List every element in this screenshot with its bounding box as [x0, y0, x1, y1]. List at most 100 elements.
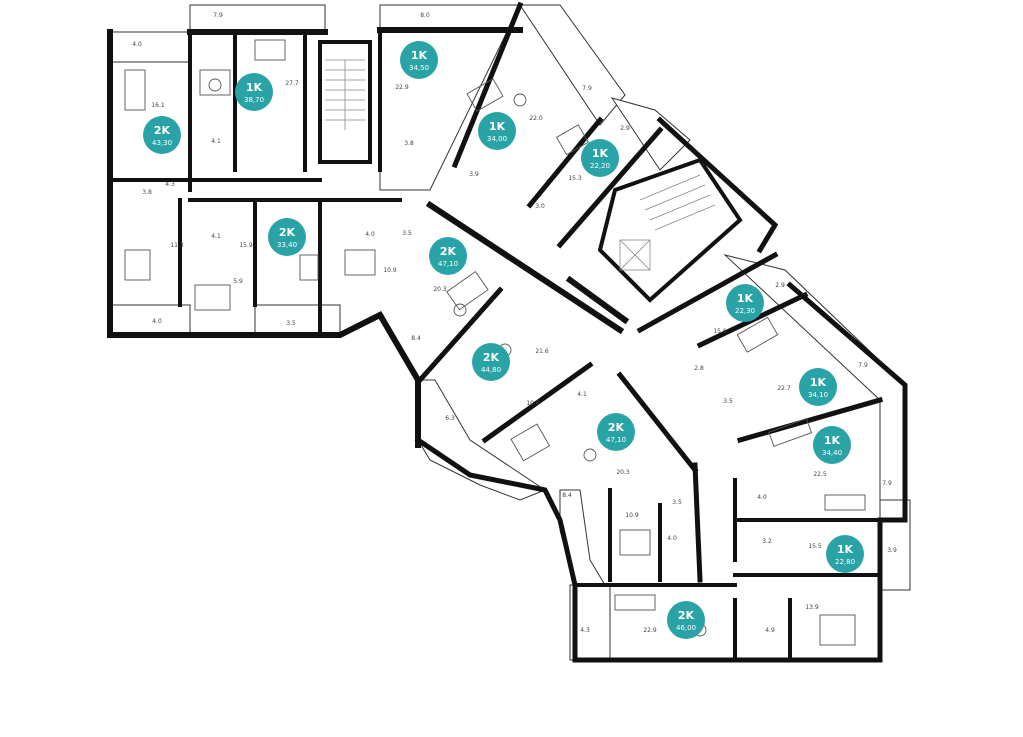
room-area: 20.3 — [616, 469, 630, 476]
apartment-badge[interactable]: 2K 44,80 — [472, 343, 510, 381]
room-area: 3.9 — [887, 547, 897, 554]
svg-text:38,70: 38,70 — [244, 96, 264, 104]
svg-text:2K: 2K — [154, 124, 171, 137]
stair-core — [318, 40, 743, 303]
room-area: 7.9 — [582, 85, 592, 92]
apartment-badge[interactable]: 2K 33,40 — [268, 218, 306, 256]
svg-text:44,80: 44,80 — [481, 366, 501, 374]
apartment-badge[interactable]: 1K 34,40 — [813, 426, 851, 464]
room-area-labels: 7.9 4.0 27.7 16.1 4.1 3.8 4.3 11.3 4.0 4… — [132, 12, 897, 634]
room-area: 22.7 — [777, 385, 791, 392]
room-area: 3.5 — [672, 499, 682, 506]
room-area: 8.4 — [562, 492, 572, 499]
room-area: 4.1 — [577, 391, 587, 398]
room-area: 3.5 — [723, 398, 733, 405]
svg-text:1K: 1K — [592, 147, 609, 160]
room-area: 4.1 — [211, 138, 221, 145]
svg-text:2K: 2K — [608, 421, 625, 434]
svg-text:1K: 1K — [837, 543, 854, 556]
apartment-badge[interactable]: 2K 46,00 — [667, 601, 705, 639]
apartment-badge[interactable]: 1K 34,00 — [478, 112, 516, 150]
room-area: 4.0 — [757, 494, 767, 501]
svg-text:2K: 2K — [483, 351, 500, 364]
svg-text:22,20: 22,20 — [590, 162, 610, 170]
room-area: 20.3 — [433, 286, 447, 293]
room-area: 3.2 — [762, 538, 772, 545]
room-area: 22.0 — [529, 115, 543, 122]
room-area: 22.9 — [643, 627, 657, 634]
room-area: 21.6 — [535, 348, 549, 355]
walls — [107, 1, 908, 663]
room-area: 4.0 — [667, 535, 677, 542]
room-area: 22.9 — [395, 84, 409, 91]
room-area: 3.0 — [535, 203, 545, 210]
room-area: 3.8 — [142, 189, 152, 196]
apartment-badge[interactable]: 1K 38,70 — [235, 73, 273, 111]
svg-text:47,10: 47,10 — [606, 436, 626, 444]
room-area: 15.9 — [239, 242, 253, 249]
room-area: 8.0 — [420, 12, 430, 19]
svg-text:47,10: 47,10 — [438, 260, 458, 268]
svg-text:46,00: 46,00 — [676, 624, 696, 632]
room-area: 27.7 — [285, 80, 299, 87]
svg-text:1K: 1K — [411, 49, 428, 62]
svg-text:22,30: 22,30 — [735, 307, 755, 315]
svg-text:1K: 1K — [824, 434, 841, 447]
room-area: 4.0 — [365, 231, 375, 238]
room-area: 10.9 — [383, 267, 397, 274]
room-area: 3.5 — [402, 230, 412, 237]
room-area: 4.0 — [132, 41, 142, 48]
svg-text:33,40: 33,40 — [277, 241, 297, 249]
room-area: 4.9 — [765, 627, 775, 634]
apartment-badge[interactable]: 2K 47,10 — [429, 237, 467, 275]
svg-text:1K: 1K — [737, 292, 754, 305]
apartment-badges: 1K 38,70 2K 43,30 1K 34,50 1K 34,00 1K 2… — [143, 41, 864, 639]
room-area: 5.9 — [233, 278, 243, 285]
room-area: 4.1 — [211, 233, 221, 240]
room-area: 6.3 — [445, 415, 455, 422]
room-area: 7.9 — [882, 480, 892, 487]
svg-text:43,30: 43,30 — [152, 139, 172, 147]
svg-text:22,80: 22,80 — [835, 558, 855, 566]
apartment-badge[interactable]: 2K 47,10 — [597, 413, 635, 451]
room-area: 15.5 — [808, 543, 822, 550]
room-area: 7.9 — [858, 362, 868, 369]
room-area: 4.0 — [152, 318, 162, 325]
svg-text:1K: 1K — [810, 376, 827, 389]
apartment-badge[interactable]: 1K 34,50 — [400, 41, 438, 79]
furniture — [124, 39, 866, 646]
room-area: 8.4 — [411, 335, 421, 342]
room-area: 15.3 — [568, 175, 582, 182]
room-area: 13.9 — [805, 604, 819, 611]
svg-text:2K: 2K — [279, 226, 296, 239]
svg-text:2K: 2K — [440, 245, 457, 258]
room-area: 3.5 — [286, 320, 296, 327]
room-area: 10.8 — [526, 400, 540, 407]
room-area: 22.5 — [813, 471, 827, 478]
apartment-badge[interactable]: 1K 22,30 — [726, 284, 764, 322]
svg-text:34,50: 34,50 — [409, 64, 429, 72]
apartment-badge[interactable]: 2K 43,30 — [143, 116, 181, 154]
room-area: 3.8 — [404, 140, 414, 147]
room-area: 4.3 — [165, 181, 175, 188]
room-area: 4.3 — [580, 627, 590, 634]
room-area: 11.3 — [170, 242, 184, 249]
apartment-badge[interactable]: 1K 34,10 — [799, 368, 837, 406]
svg-text:1K: 1K — [246, 81, 263, 94]
room-area: 2.9 — [620, 125, 630, 132]
svg-text:2K: 2K — [678, 609, 695, 622]
svg-text:34,10: 34,10 — [808, 391, 828, 399]
apartment-badge[interactable]: 1K 22,20 — [581, 139, 619, 177]
svg-text:1K: 1K — [489, 120, 506, 133]
room-area: 3.9 — [469, 171, 479, 178]
room-area: 7.9 — [213, 12, 223, 19]
svg-text:34,40: 34,40 — [822, 449, 842, 457]
room-area: 10.9 — [625, 512, 639, 519]
room-area: 2.9 — [775, 282, 785, 289]
room-area: 16.1 — [151, 102, 165, 109]
room-area: 15.6 — [713, 328, 727, 335]
apartment-badge[interactable]: 1K 22,80 — [826, 535, 864, 573]
room-area: 2.8 — [694, 365, 704, 372]
svg-text:34,00: 34,00 — [487, 135, 507, 143]
